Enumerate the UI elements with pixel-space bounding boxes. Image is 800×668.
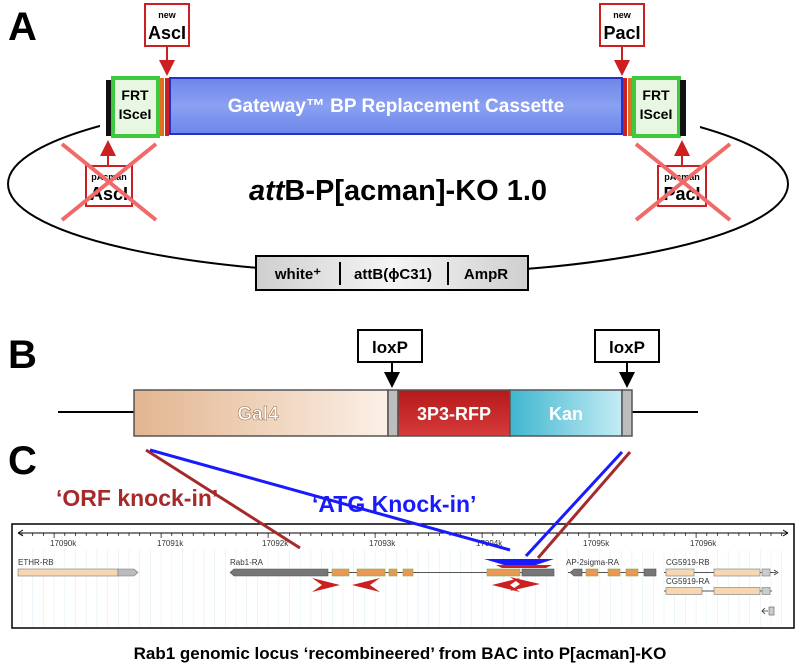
gene-rab1-exon-3 (388, 568, 398, 577)
left-site-mark-red (165, 78, 169, 136)
new-pacI-prefix: new (613, 10, 632, 20)
frt-right-line1: FRT (642, 87, 670, 103)
atg-projection-right (524, 450, 624, 558)
frt-isceI-right-box (632, 76, 681, 138)
browser-gridlines (21, 550, 783, 626)
gene-label-cg5919-rb: CG5919-RB (666, 558, 710, 567)
new-pacI-name: PacI (603, 23, 640, 43)
gene-ethr-utr (117, 568, 139, 577)
kan-segment (509, 389, 623, 437)
gene-cg5919rb-exon-1 (665, 568, 695, 577)
gene-ap2-exon-2 (607, 568, 621, 577)
gene-ap2-utr-3 (643, 568, 657, 577)
right-site-mark (628, 78, 632, 136)
orf-insertion-marker (496, 565, 552, 568)
tick-label-17092k: 17092k (262, 539, 289, 548)
ruler-ends (17, 529, 789, 537)
frt-left-line1: FRT (121, 87, 149, 103)
new-ascI-prefix: new (158, 10, 177, 20)
gene-ethr-exon (17, 568, 119, 577)
gene-rab1-utr-5 (229, 568, 329, 577)
loxp-site-left (387, 389, 399, 437)
gene-ap2-exon-1 (585, 568, 599, 577)
marker-attb: attB(ϕC31) (354, 266, 432, 283)
orf-knockin-label: ‘ORF knock-in’ (56, 485, 218, 511)
tick-label-17090k: 17090k (50, 539, 77, 548)
pacI-cross-2 (634, 142, 732, 222)
vector-name-italic: att (249, 175, 286, 207)
gateway-cassette (169, 77, 623, 135)
rfp-label: 3P3-RFP (417, 404, 491, 424)
gene-cg5919ra-utr (761, 587, 771, 595)
atg-projection-left (149, 448, 511, 552)
gene-label-cg5919-ra: CG5919-RA (666, 577, 710, 586)
small-gene-arrow (761, 607, 768, 615)
gene-cg5919ra-exon-2 (713, 587, 761, 595)
pacman-pacI-box (657, 165, 707, 207)
tick-label-17091k: 17091k (157, 539, 184, 548)
gene-ap2-exon-3 (625, 568, 639, 577)
loxp-site-right (621, 389, 633, 437)
primer-arrow-rev-right (492, 578, 520, 592)
primer-arrow-fwd-right (510, 577, 540, 591)
atg-knockin-label: ‘ATG Knock-in’ (312, 491, 476, 517)
gal4-segment (133, 389, 389, 437)
markers-box (255, 255, 529, 291)
small-gene-block (768, 606, 775, 616)
gene-cg5919rb-exon-2 (713, 568, 761, 577)
new-ascI-name: AscI (148, 23, 186, 43)
frt-right-line2: ISceI (640, 106, 673, 122)
gene-rab1-exon-1 (331, 568, 350, 577)
gene-rab1-utr-3 (521, 568, 555, 577)
right-end-bar (680, 80, 686, 136)
loxp-right-label: loxP (609, 338, 645, 357)
frt-left-line2: ISceI (119, 106, 152, 122)
right-site-mark-red (623, 78, 627, 136)
primer-arrow-rev-left (352, 578, 380, 592)
gene-rab1-exon-4 (402, 568, 414, 577)
tick-label-17095k: 17095k (583, 539, 610, 548)
pacman-ascI-prefix: pAcman (91, 172, 127, 182)
new-pacI-box (599, 3, 645, 47)
loxp-left-label: loxP (372, 338, 408, 357)
kan-label: Kan (549, 404, 583, 424)
gene-rab1-exon-2 (356, 568, 386, 577)
panel-label-a: A (8, 5, 37, 49)
gateway-cassette-label: Gateway™ BP Replacement Cassette (228, 96, 565, 117)
vector-name: attB-P[acman]-KO 1.0 (249, 175, 547, 207)
gene-label-ethr: ETHR-RB (18, 558, 54, 567)
gene-rab1-exon-5 (486, 568, 521, 577)
gal4-label: Gal4 (237, 404, 279, 425)
left-site-mark (160, 78, 164, 136)
frt-isceI-left-box (111, 76, 160, 138)
loxp-left-box (357, 329, 423, 363)
vector-name-rest: B-P[acman]-KO 1.0 (284, 175, 547, 207)
gene-ap2-utr-5 (569, 568, 583, 577)
tick-label-17096k: 17096k (690, 539, 717, 548)
pacman-pacI-prefix: pAcman (664, 172, 700, 182)
gene-cg5919rb-utr (761, 568, 771, 577)
primer-arrow-fwd-left (312, 578, 340, 592)
pacman-ascI-box (85, 165, 133, 207)
panel-label-b: B (8, 333, 37, 377)
gene-label-ap2sigma: AP-2sigma-RA (566, 558, 620, 567)
orf-projection-left (145, 448, 301, 550)
marker-white: white⁺ (274, 266, 321, 283)
atg-insertion-marker (484, 559, 554, 565)
panel-label-c: C (8, 439, 37, 483)
orf-projection-right (536, 451, 632, 559)
ascI-cross-2 (60, 142, 158, 222)
figure-caption: Rab1 genomic locus ‘recombineered’ from … (134, 644, 667, 663)
marker-ampr: AmpR (464, 266, 508, 283)
gene-cg5919rb-arrow (773, 569, 779, 576)
gene-cg5919ra-exon-1 (665, 587, 703, 595)
ruler-ticks (21, 533, 783, 538)
left-end-bar (106, 80, 112, 136)
tick-label-17093k: 17093k (369, 539, 396, 548)
gene-label-rab1: Rab1-RA (230, 558, 264, 567)
